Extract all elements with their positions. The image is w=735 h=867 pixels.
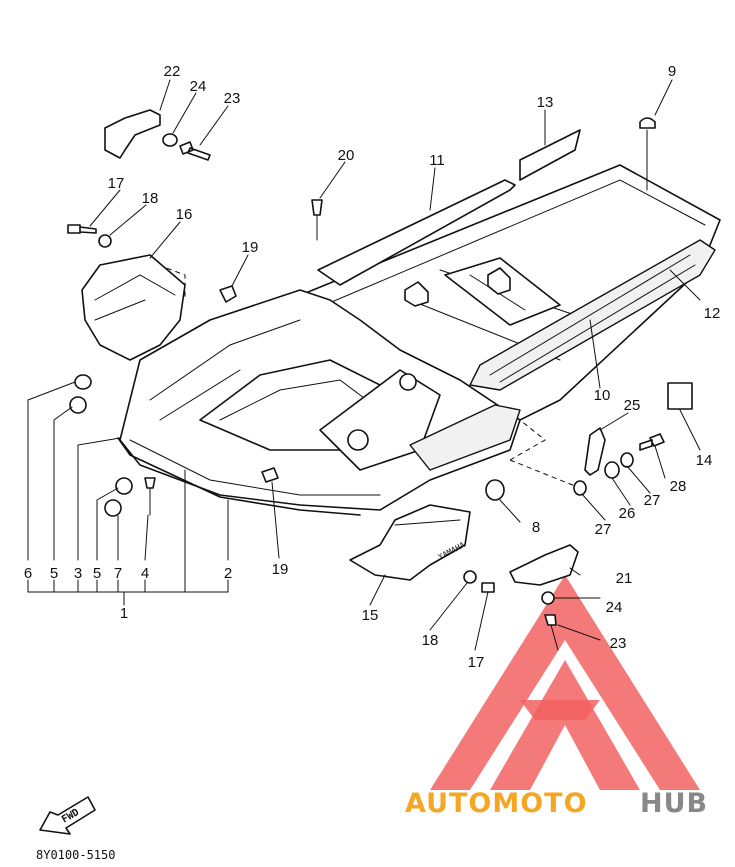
- callout-24: 24: [190, 78, 207, 95]
- callout-17: 17: [108, 175, 125, 192]
- part-22-bracket: [104, 109, 161, 159]
- callout-19: 19: [242, 239, 259, 256]
- callout-13: 13: [537, 94, 554, 111]
- callout-17-lower: 17: [468, 654, 485, 671]
- callout-7: 7: [114, 565, 122, 582]
- callout-12: 12: [704, 305, 721, 322]
- part-8-rubber: [485, 479, 505, 501]
- callout-28: 28: [670, 478, 687, 495]
- part-23-pin-lower: [544, 614, 557, 626]
- callout-6: 6: [24, 565, 32, 582]
- callout-8: 8: [532, 519, 540, 536]
- part-4-pin: [144, 477, 156, 489]
- part-23-bolt-top: [179, 141, 211, 161]
- callout-23-lower: 23: [610, 635, 627, 652]
- part-9-cap: [639, 117, 656, 129]
- callout-27-right: 27: [644, 492, 661, 509]
- callout-20: 20: [338, 147, 355, 164]
- callout-5-b: 5: [93, 565, 101, 582]
- part-17-bolt-left: [67, 224, 97, 234]
- callout-5-a: 5: [50, 565, 58, 582]
- part-7-damper: [104, 499, 122, 517]
- callout-18-lower: 18: [422, 632, 439, 649]
- parts: YAMAHA: [67, 109, 693, 651]
- callout-10: 10: [594, 387, 611, 404]
- callout-11: 11: [429, 152, 445, 169]
- part-19-grommet-bottom: [261, 467, 279, 483]
- callout-14: 14: [696, 452, 713, 469]
- callout-27-left: 27: [595, 521, 612, 538]
- part-26-bushing: [604, 461, 620, 479]
- callout-2: 2: [224, 565, 232, 582]
- callout-19-lower: 19: [272, 561, 289, 578]
- part-11-decal: [317, 179, 516, 286]
- callout-23: 23: [224, 90, 241, 107]
- callout-9: 9: [668, 63, 676, 80]
- callout-1: 1: [120, 605, 128, 622]
- part-14-label: [667, 382, 693, 410]
- diagram-part-code: 8Y0100-5150: [36, 848, 115, 862]
- watermark-text-hub: HUB: [640, 788, 708, 819]
- part-27-washer-a: [620, 452, 634, 468]
- part-6-damper: [74, 374, 92, 390]
- part-13-decal: [519, 129, 581, 181]
- part-21-bracket: [509, 544, 579, 586]
- part-17-bolt-lower: [481, 582, 495, 593]
- part-18-washer-left: [98, 234, 112, 248]
- frame-assembly: [117, 164, 721, 516]
- callout-21: 21: [616, 570, 633, 587]
- callout-3: 3: [74, 565, 82, 582]
- callout-labels: 22 24 23 9 13 20 11 17 18 16 19 12 10 14…: [24, 63, 721, 671]
- part-20-rivet: [311, 199, 323, 216]
- part-18-washer-lower: [463, 570, 477, 584]
- part-5-damper-b: [115, 477, 133, 495]
- part-19-grommet-top: [219, 285, 237, 303]
- callout-25: 25: [624, 397, 641, 414]
- callout-16: 16: [176, 206, 193, 223]
- watermark-logo: AUTOMOTO HUB: [405, 575, 708, 819]
- callout-26: 26: [619, 505, 636, 522]
- part-15-guard: [349, 504, 471, 581]
- part-24-washer-lower: [541, 591, 555, 605]
- part-16-cover: [81, 254, 186, 361]
- fwd-arrow-icon: FWD: [39, 796, 96, 835]
- part-5-damper-a: [69, 396, 87, 414]
- part-28-bolt: [639, 433, 665, 451]
- leader-lines: [27, 79, 701, 651]
- part-25-lever: [584, 427, 606, 476]
- callout-24-lower: 24: [606, 599, 623, 616]
- part-24-washer-top: [162, 133, 178, 147]
- watermark-text-automoto: AUTOMOTO: [405, 788, 588, 819]
- callout-4: 4: [141, 565, 149, 582]
- part-27-washer-b: [573, 480, 587, 496]
- callout-18: 18: [142, 190, 159, 207]
- callout-22: 22: [164, 63, 181, 80]
- callout-15: 15: [362, 607, 379, 624]
